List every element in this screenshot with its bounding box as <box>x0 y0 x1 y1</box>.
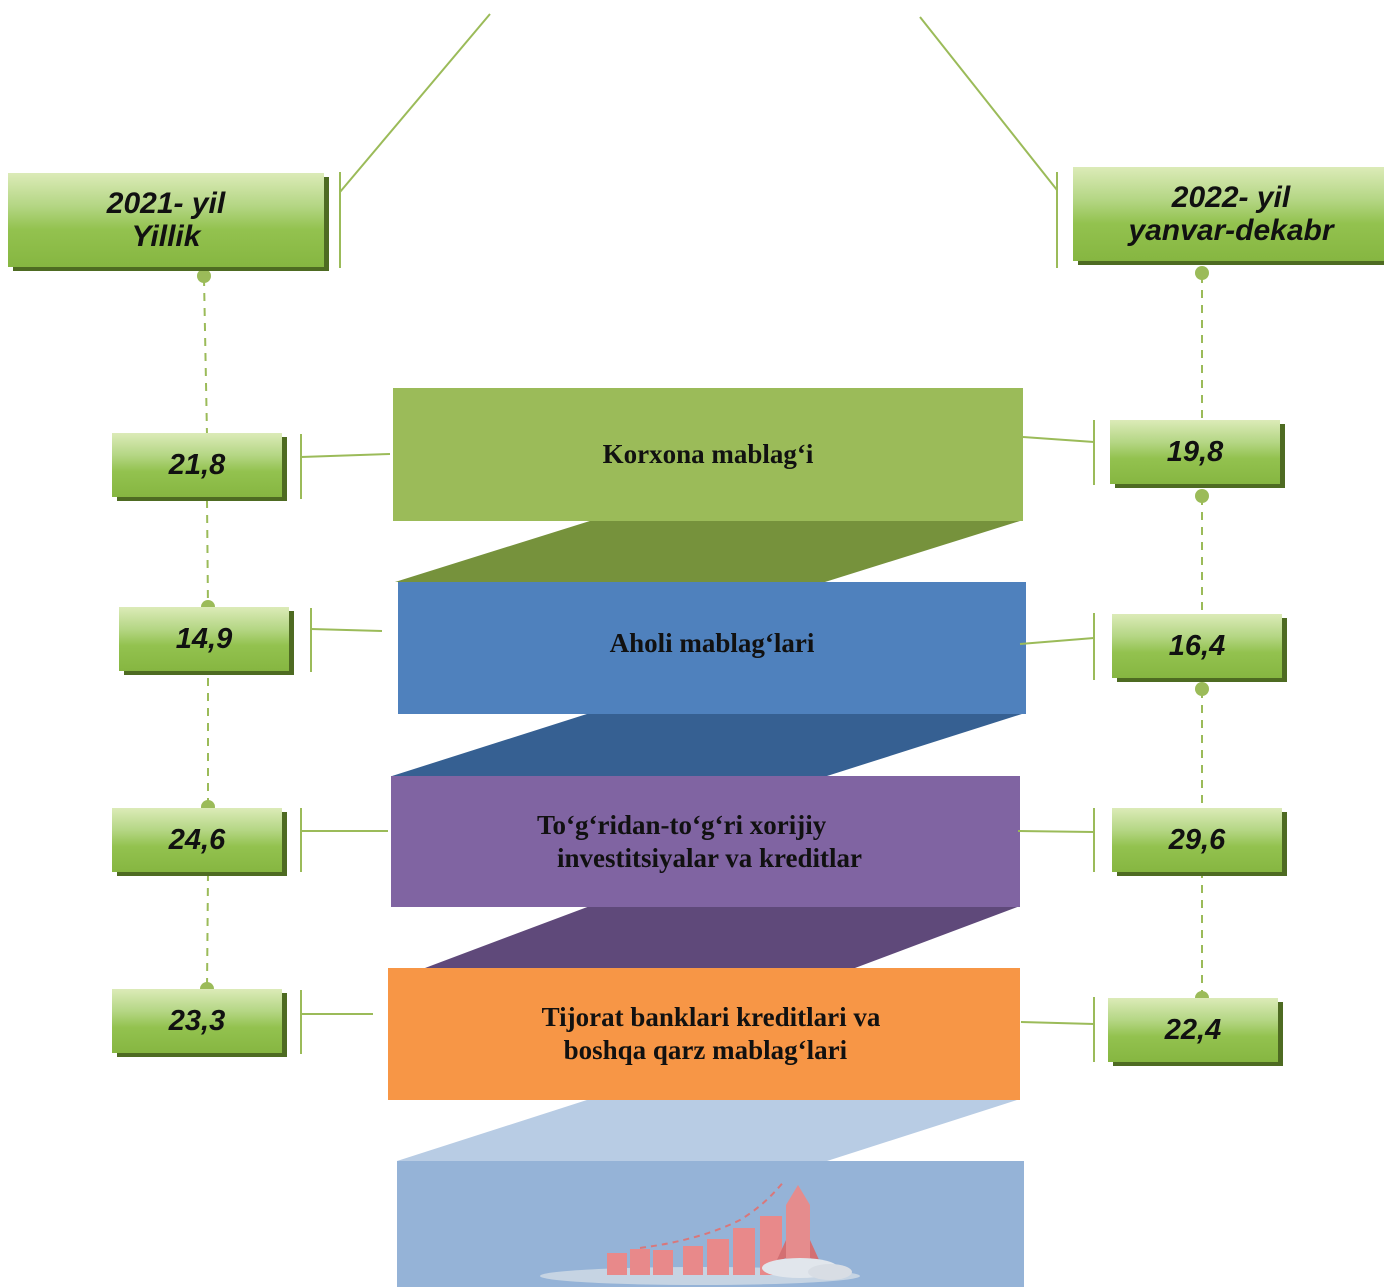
value-2022-aholi: 16,4 <box>1112 614 1282 678</box>
fold-4 <box>397 1099 1020 1161</box>
category-korxona-line1: Korxona mablag‘i <box>602 439 814 469</box>
left-top-diagonal <box>339 13 491 193</box>
category-aholi: Aholi mablag‘lari <box>398 582 1026 704</box>
right-top-diagonal <box>919 16 1058 191</box>
category-xorijiy-line1: To‘g‘ridan-to‘g‘ri xorijiy <box>537 809 827 840</box>
right-connectors <box>1017 420 1095 1062</box>
category-xorijiy: To‘g‘ridan-to‘g‘ri xorijiy investitsiyal… <box>391 776 1020 907</box>
value-2022-xorijiy: 29,6 <box>1112 808 1282 872</box>
fold-1 <box>395 520 1023 582</box>
category-tijorat-line2: boshqa qarz mablag‘lari <box>563 1035 848 1065</box>
band-1 <box>393 388 1023 521</box>
value-2021-aholi: 14,9 <box>119 607 289 671</box>
header-2022: 2022- yil yanvar-dekabr <box>1073 167 1384 261</box>
header-2022-line2: yanvar-dekabr <box>1128 214 1334 247</box>
value-2021-xorijiy: 24,6 <box>112 808 282 872</box>
category-tijorat-line1: Tijorat banklari kreditlari va <box>541 1002 881 1032</box>
category-korxona: Korxona mablag‘i <box>393 388 1023 521</box>
fold-3 <box>425 906 1020 968</box>
header-2021-line1: 2021- yil <box>106 187 226 220</box>
header-2021-line2: Yillik <box>131 220 201 253</box>
left-timeline <box>203 277 209 990</box>
band-3 <box>391 776 1020 907</box>
band-4 <box>388 968 1020 1100</box>
rocket-growth-chart-icon <box>540 1179 860 1285</box>
value-2022-tijorat: 22,4 <box>1108 998 1278 1062</box>
left-connectors <box>300 434 391 1054</box>
header-2022-line1: 2022- yil <box>1171 181 1291 214</box>
category-aholi-line1: Aholi mablag‘lari <box>609 627 815 658</box>
value-2022-korxona: 19,8 <box>1110 420 1280 484</box>
category-xorijiy-line2: investitsiyalar va kreditlar <box>557 842 862 873</box>
category-tijorat: Tijorat banklari kreditlari va boshqa qa… <box>388 968 1020 1100</box>
header-2021: 2021- yil Yillik <box>8 173 324 267</box>
fold-2 <box>392 713 1025 776</box>
band-2 <box>398 582 1026 714</box>
value-2021-korxona: 21,8 <box>112 433 282 497</box>
value-2021-tijorat: 23,3 <box>112 989 282 1053</box>
